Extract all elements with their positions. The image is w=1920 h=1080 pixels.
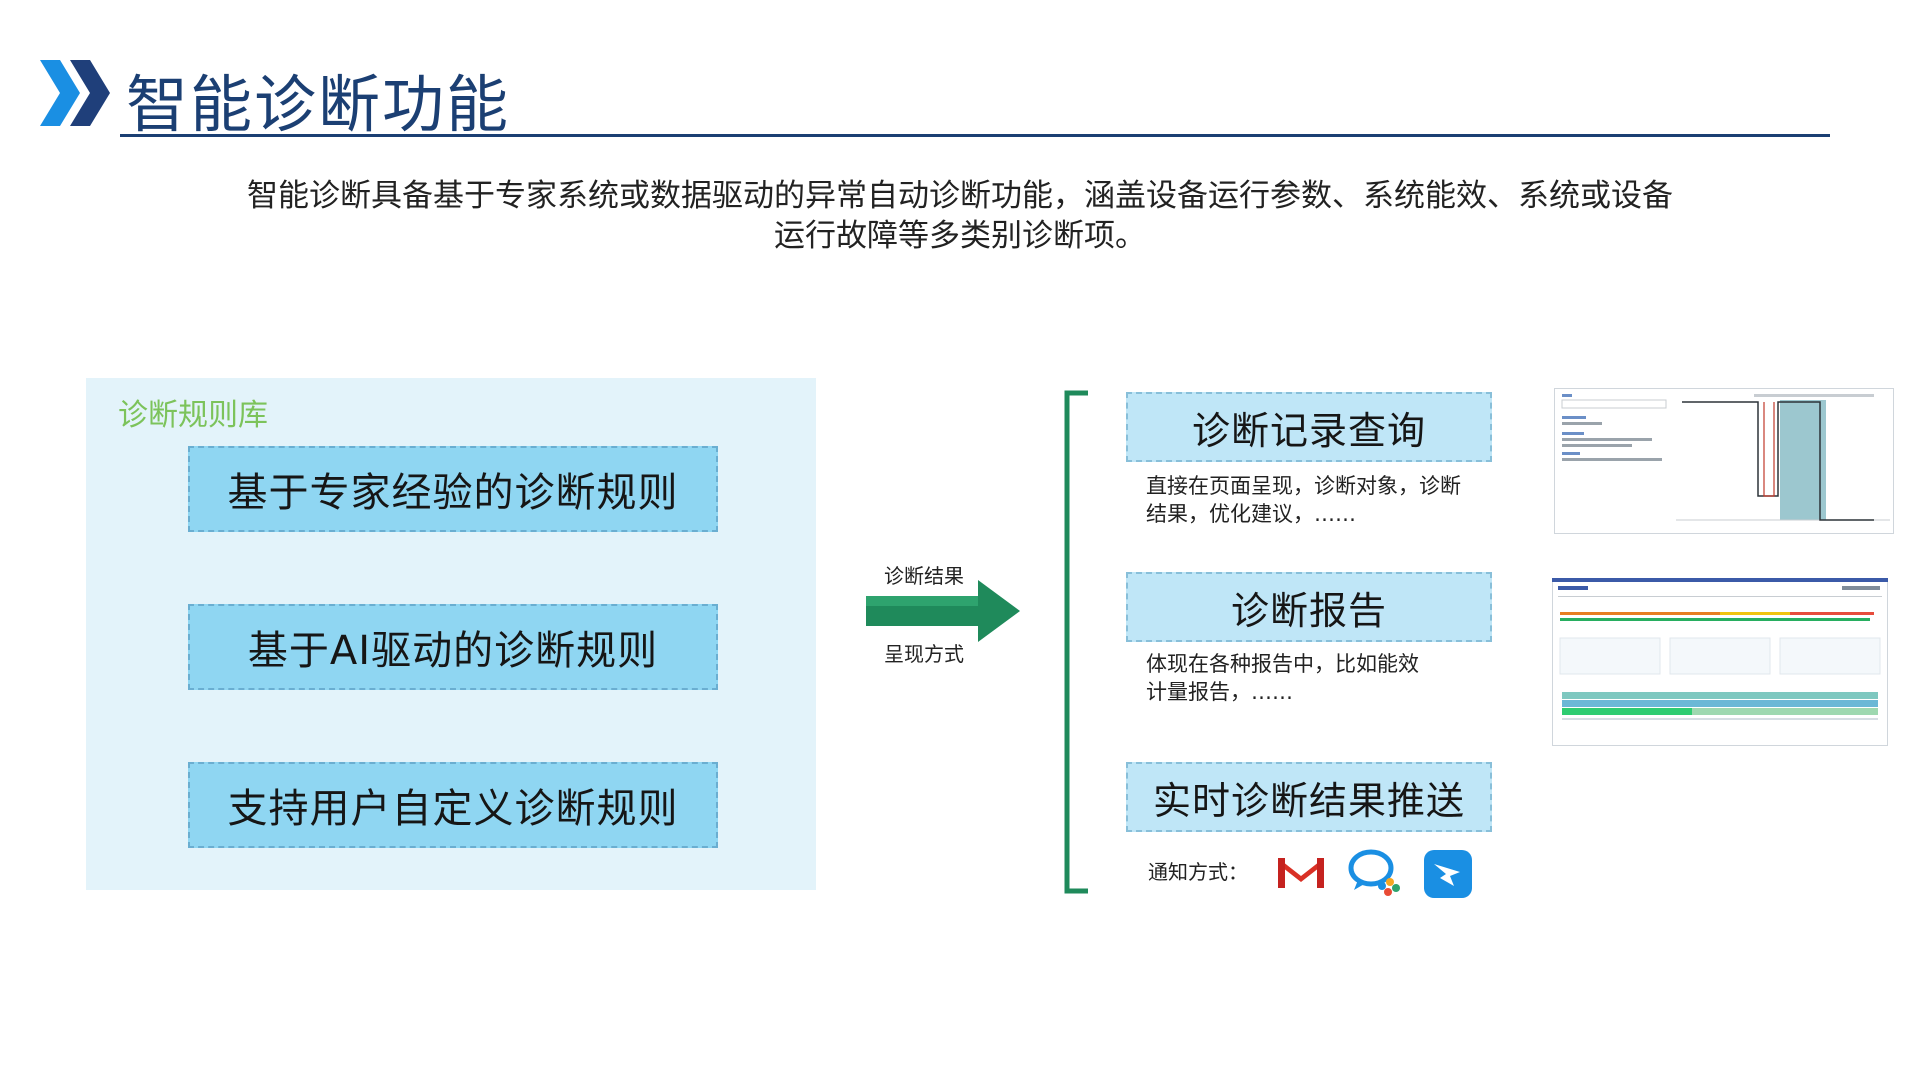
method-record-query: 诊断记录查询 [1126, 392, 1492, 462]
desc-line: 结果，优化建议，…… [1146, 502, 1356, 526]
intro-line-2: 运行故障等多类别诊断项。 [774, 218, 1146, 254]
title-divider [120, 134, 1830, 137]
library-title: 诊断规则库 [118, 398, 268, 433]
method-report: 诊断报告 [1126, 572, 1492, 642]
right-arrow-icon [866, 580, 1020, 642]
double-chevron-icon [40, 60, 110, 126]
notify-label: 通知方式： [1148, 860, 1248, 884]
rule-ai-driven: 基于AI驱动的诊断规则 [188, 604, 718, 690]
desc-line: 计量报告，…… [1146, 680, 1293, 704]
rule-user-defined: 支持用户自定义诊断规则 [188, 762, 718, 848]
diagnosis-report-screenshot [1552, 578, 1888, 746]
gmail-icon [1278, 856, 1324, 888]
arrow-label-bottom: 呈现方式 [884, 642, 964, 666]
intro-paragraph: 智能诊断具备基于专家系统或数据驱动的异常自动诊断功能，涵盖设备运行参数、系统能效… [140, 176, 1780, 256]
dingtalk-icon [1424, 850, 1472, 898]
method-report-desc: 体现在各种报告中，比如能效 计量报告，…… [1146, 650, 1486, 706]
diagnosis-rule-library-panel: 诊断规则库 基于专家经验的诊断规则 基于AI驱动的诊断规则 支持用户自定义诊断规… [86, 378, 816, 890]
intro-line-1: 智能诊断具备基于专家系统或数据驱动的异常自动诊断功能，涵盖设备运行参数、系统能效… [247, 178, 1673, 214]
arrow-label-top: 诊断结果 [884, 564, 964, 588]
left-bracket-icon [1064, 390, 1088, 894]
rule-expert-experience: 基于专家经验的诊断规则 [188, 446, 718, 532]
page-title: 智能诊断功能 [126, 68, 511, 141]
wechat-work-icon [1348, 849, 1400, 896]
desc-line: 直接在页面呈现，诊断对象，诊断 [1146, 474, 1461, 498]
desc-line: 体现在各种报告中，比如能效 [1146, 652, 1419, 676]
method-record-query-desc: 直接在页面呈现，诊断对象，诊断 结果，优化建议，…… [1146, 472, 1486, 528]
method-realtime-push: 实时诊断结果推送 [1126, 762, 1492, 832]
diagnosis-record-screenshot [1554, 388, 1894, 534]
